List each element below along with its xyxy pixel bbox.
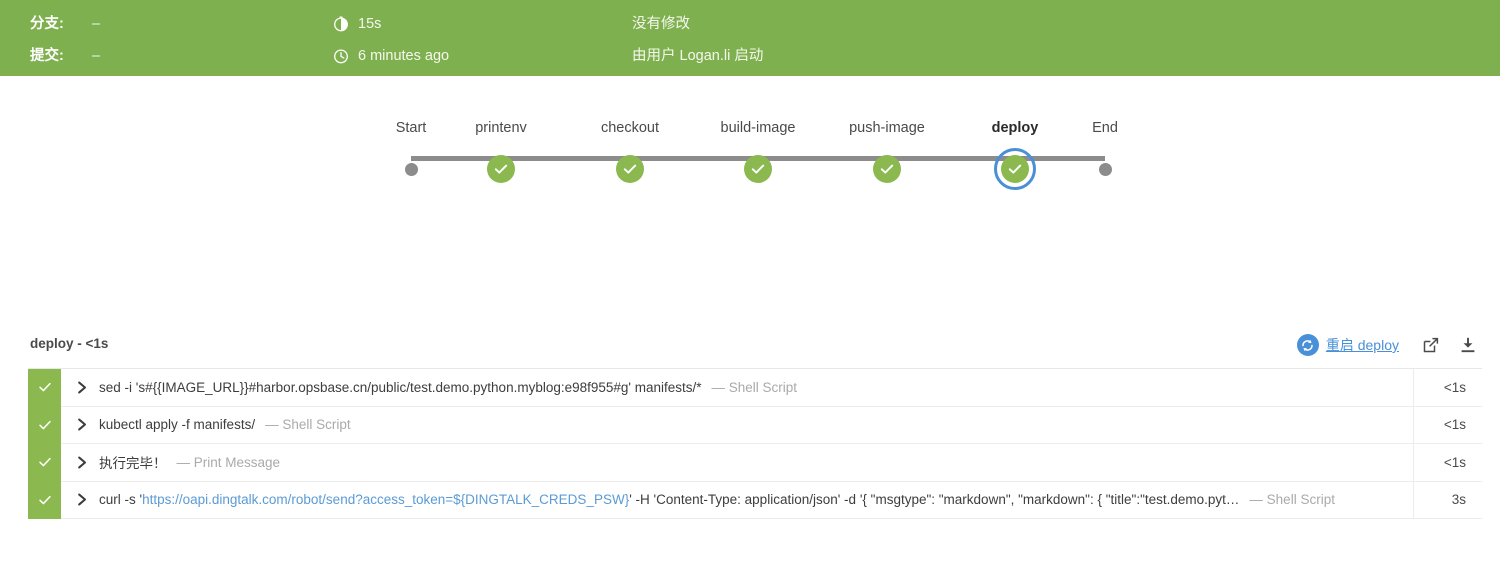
step-duration: 3s	[1451, 492, 1466, 508]
stage-label: Start	[395, 120, 427, 136]
external-link-icon[interactable]	[1421, 335, 1441, 355]
clock-icon	[333, 48, 349, 64]
step-row[interactable]: sed -i 's#{{IMAGE_URL}}#harbor.opsbase.c…	[28, 368, 1482, 407]
started-ago-cell: 6 minutes ago	[333, 40, 449, 72]
step-duration: <1s	[1443, 417, 1466, 433]
duration-value: 15s	[358, 15, 382, 32]
step-duration: <1s	[1443, 454, 1466, 470]
commit-label: 提交:	[30, 47, 64, 64]
run-info-header: 分支: – 15s 没有修改 提交: –	[0, 0, 1500, 76]
stage-connector	[411, 156, 501, 161]
commit-value: –	[92, 47, 101, 64]
pipeline-graph: Start printenv checkout build-image push-ima…	[0, 76, 1500, 321]
stopwatch-icon	[333, 16, 349, 32]
step-log-actions: 重启 deploy	[1296, 330, 1478, 360]
header-row-branch: 分支: – 15s 没有修改	[0, 8, 1500, 40]
stage-success-check-icon	[873, 155, 901, 183]
stage-connector	[887, 156, 1015, 161]
stage-label: deploy	[991, 120, 1039, 136]
restart-circle-icon[interactable]	[1296, 334, 1319, 356]
stage-success-check-icon	[616, 155, 644, 183]
stage-node[interactable]	[336, 147, 486, 191]
cause-note-cell: 由用户 Logan.li 启动	[632, 40, 763, 72]
branch-value: –	[92, 15, 101, 32]
stage-success-check-icon	[744, 155, 772, 183]
step-command-text: sed -i 's#{{IMAGE_URL}}#harbor.opsbase.c…	[99, 379, 702, 395]
stage-connector	[630, 156, 758, 161]
step-row-body[interactable]: 执行完毕！ — Print Message	[61, 443, 1414, 481]
chevron-right-icon[interactable]	[75, 380, 89, 394]
commit-label-cell: 提交:	[30, 40, 64, 72]
step-success-check-icon	[28, 406, 61, 444]
stage-success-check-icon	[487, 155, 515, 183]
step-row[interactable]: 执行完毕！ — Print Message <1s	[28, 443, 1482, 482]
step-log-header: deploy - <1s 重启 deploy	[0, 321, 1500, 368]
step-log-title: deploy - <1s	[30, 336, 109, 351]
started-ago-value: 6 minutes ago	[358, 47, 450, 64]
duration-cell: 15s	[333, 8, 381, 40]
changes-note: 没有修改	[632, 15, 690, 32]
stage-label: build-image	[720, 120, 796, 136]
stage-connector	[1015, 156, 1105, 161]
branch-label: 分支:	[30, 15, 64, 32]
step-command-text: kubectl apply -f manifests/	[99, 417, 256, 433]
commit-value-cell: –	[92, 40, 100, 72]
step-log-panel: deploy - <1s 重启 deploy	[0, 321, 1500, 567]
step-row[interactable]: kubectl apply -f manifests/ — Shell Scrip…	[28, 406, 1482, 444]
changes-note-cell: 没有修改	[632, 8, 690, 40]
terminal-dot-icon	[404, 162, 418, 176]
pipeline-stage-end[interactable]: End	[1030, 120, 1180, 190]
download-icon[interactable]	[1458, 335, 1478, 355]
stage-node[interactable]	[940, 147, 1090, 191]
cause-note: 由用户 Logan.li 启动	[632, 47, 764, 64]
step-command-text: 执行完毕！	[99, 456, 167, 472]
pipeline-stage-printenv[interactable]: printenv	[426, 120, 576, 190]
step-success-check-icon	[28, 443, 61, 481]
pipeline-stage-deploy[interactable]: deploy	[940, 120, 1090, 190]
branch-value-cell: –	[92, 8, 100, 40]
stage-node[interactable]	[683, 147, 833, 191]
stage-connector	[501, 156, 630, 161]
step-success-check-icon	[28, 368, 61, 406]
chevron-right-icon[interactable]	[75, 455, 89, 469]
branch-label-cell: 分支:	[30, 8, 64, 40]
step-success-check-icon	[28, 481, 61, 519]
header-row-commit: 提交: – 6 minutes ago 由用户 Logan.li 启动	[0, 40, 1500, 72]
chevron-right-icon[interactable]	[75, 493, 89, 507]
step-duration: <1s	[1443, 379, 1466, 395]
pipeline-stage-track: Start printenv checkout build-image push-ima…	[385, 120, 1125, 190]
stage-node[interactable]	[1030, 147, 1180, 191]
stage-node[interactable]	[426, 147, 576, 191]
stage-connector	[758, 156, 887, 161]
step-command-text: curl -s 'https://oapi.dingtalk.com/robot…	[99, 492, 1240, 508]
stage-label: push-image	[849, 120, 925, 136]
pipeline-stage-build-image[interactable]: build-image	[683, 120, 833, 190]
step-type-label: — Shell Script	[265, 417, 351, 433]
step-list: sed -i 's#{{IMAGE_URL}}#harbor.opsbase.c…	[28, 368, 1482, 519]
stage-node[interactable]	[812, 147, 962, 191]
stage-label: End	[1092, 120, 1118, 136]
step-type-label: — Print Message	[176, 454, 281, 470]
stage-label: printenv	[475, 120, 527, 136]
step-row-body[interactable]: curl -s 'https://oapi.dingtalk.com/robot…	[61, 481, 1414, 519]
step-row-body[interactable]: sed -i 's#{{IMAGE_URL}}#harbor.opsbase.c…	[61, 368, 1414, 406]
step-type-label: — Shell Script	[1249, 492, 1335, 508]
selected-stage-ring	[994, 148, 1036, 190]
chevron-right-icon[interactable]	[75, 418, 89, 432]
pipeline-stage-push-image[interactable]: push-image	[812, 120, 962, 190]
step-row[interactable]: curl -s 'https://oapi.dingtalk.com/robot…	[28, 481, 1482, 519]
step-command-url[interactable]: https://oapi.dingtalk.com/robot/send?acc…	[142, 492, 630, 508]
step-type-label: — Shell Script	[711, 379, 798, 395]
step-row-body[interactable]: kubectl apply -f manifests/ — Shell Scrip…	[61, 406, 1414, 444]
pipeline-stage-start[interactable]: Start	[336, 120, 486, 190]
restart-stage-link[interactable]: 重启 deploy	[1325, 337, 1399, 353]
pipeline-stage-checkout[interactable]: checkout	[555, 120, 705, 190]
stage-label: checkout	[600, 120, 660, 136]
stage-node[interactable]	[555, 147, 705, 191]
terminal-dot-icon	[1098, 162, 1112, 176]
